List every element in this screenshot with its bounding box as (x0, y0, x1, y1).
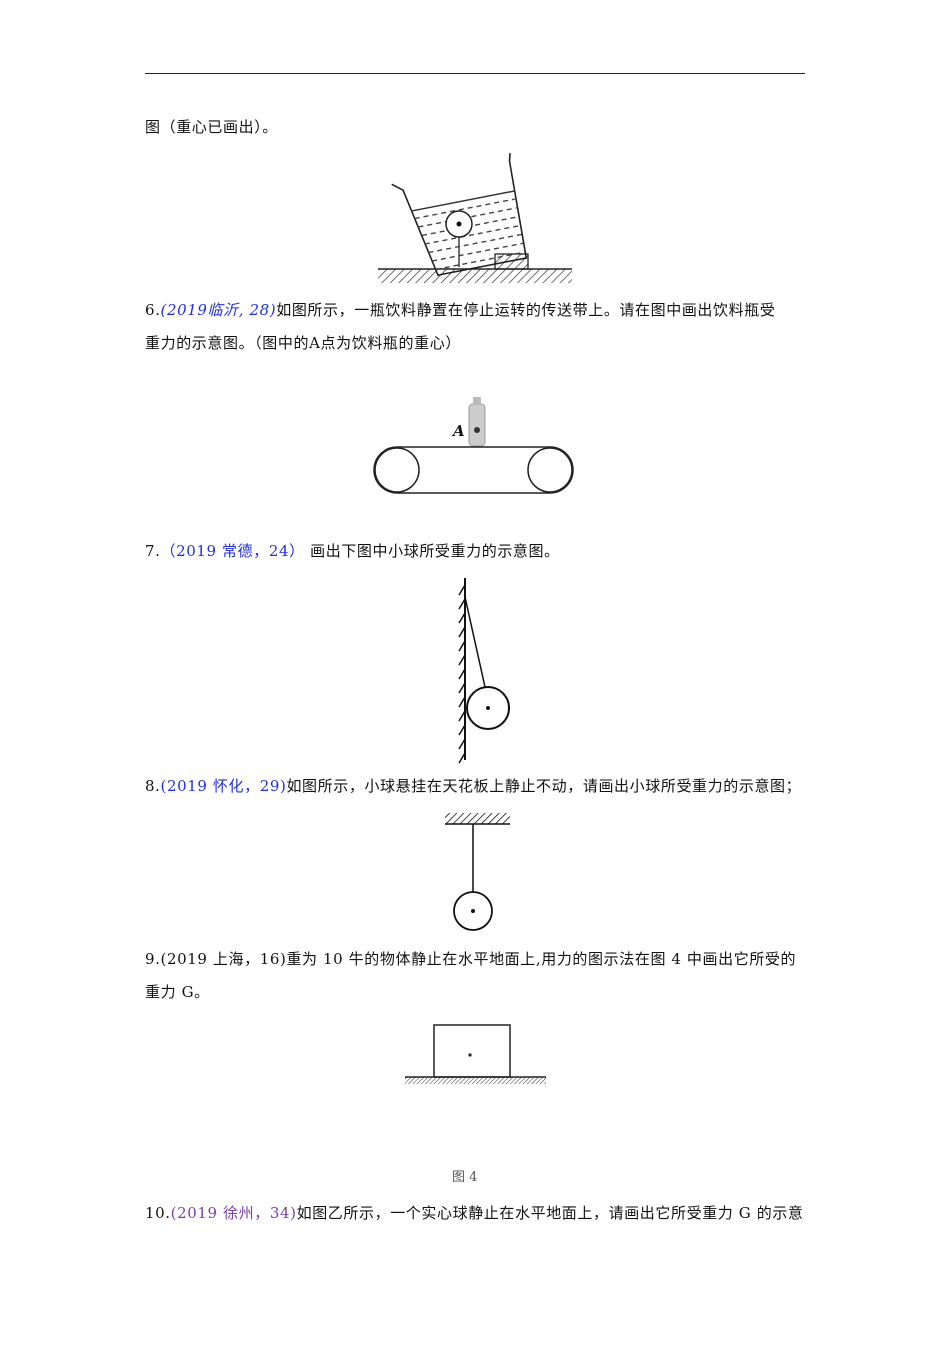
ceiling-ball-figure (445, 813, 510, 931)
q7-line1: 7.（2019 常德，24） 画出下图中小球所受重力的示意图。 (145, 542, 560, 560)
q6-citation: (2019临沂, 28) (160, 301, 277, 319)
q8-citation: (2019 怀化，29) (160, 777, 287, 795)
beaker-figure (378, 153, 572, 283)
conveyor-figure (373, 397, 574, 494)
q6-line2: 重力的示意图。（图中的A点为饮料瓶的重心） (145, 334, 461, 352)
q6-line1: 6.(2019临沂, 28)如图所示，一瓶饮料静置在停止运转的传送带上。请在图中… (145, 301, 776, 319)
q8-line1: 8.(2019 怀化，29)如图所示，小球悬挂在天花板上静止不动，请画出小球所受… (145, 777, 802, 795)
q10-line1: 10.(2019 徐州，34)如图乙所示，一个实心球静止在水平地面上，请画出它所… (145, 1204, 804, 1222)
block-figure (405, 1024, 546, 1084)
figure-4-caption: 图 4 (452, 1170, 478, 1185)
q10-citation: (2019 徐州，34) (170, 1204, 297, 1222)
wall-ball-figure (458, 578, 510, 764)
q7-citation: （2019 常德，24） (160, 542, 305, 560)
header-rule (145, 73, 805, 74)
q9-line1: 9.(2019 上海，16)重为 10 牛的物体静止在水平地面上,用力的图示法在… (145, 950, 797, 968)
q9-line2: 重力 G。 (145, 983, 210, 1001)
point-a-label: A (453, 422, 465, 440)
intro-text: 图（重心已画出）。 (145, 118, 278, 136)
